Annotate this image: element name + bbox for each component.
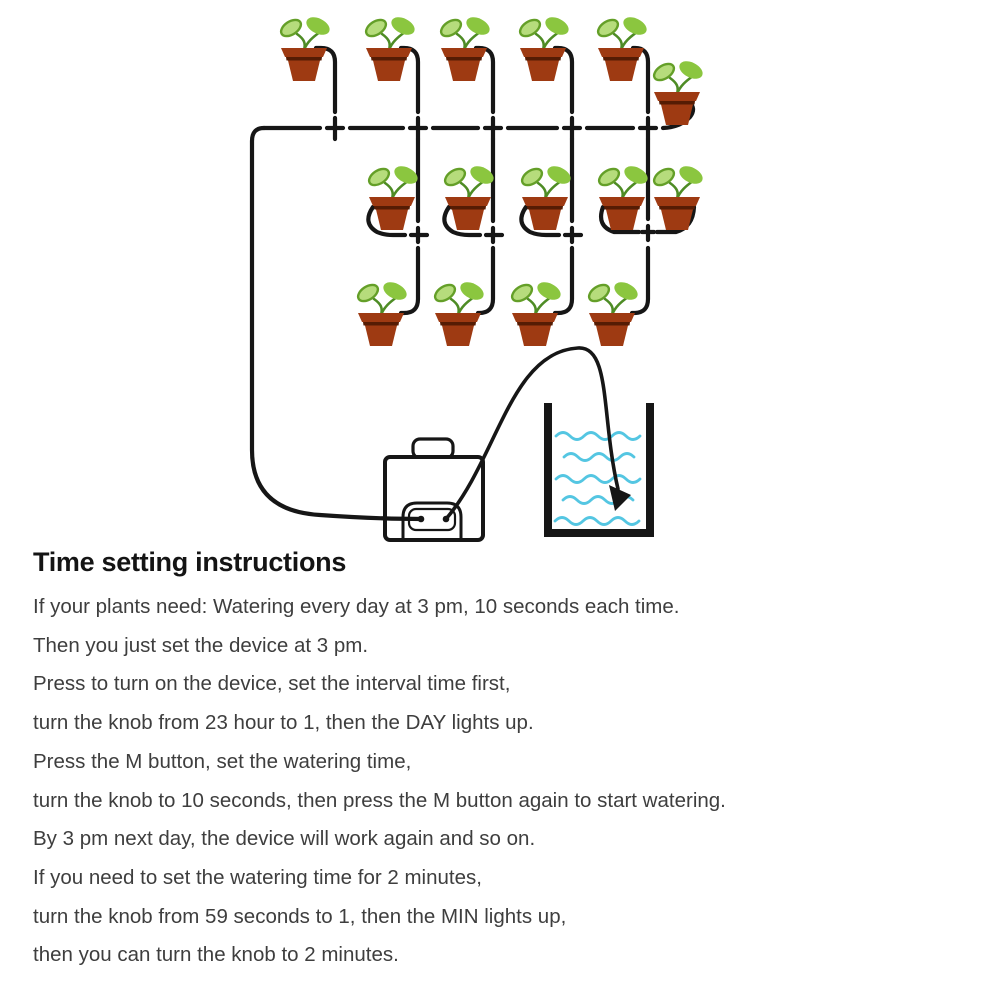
instruction-line: then you can turn the knob to 2 minutes.: [33, 943, 399, 967]
instructions-title: Time setting instructions: [33, 547, 347, 577]
water-waves-icon: [553, 431, 642, 526]
water-bucket-icon: [544, 403, 654, 537]
instruction-lines: If your plants need: Watering every day …: [33, 588, 983, 975]
plant-pot-icon: [649, 161, 707, 232]
pump-inlet-tube: [249, 125, 425, 522]
instruction-line: turn the knob to 10 seconds, then press …: [33, 788, 726, 812]
plant-pot-icon: [440, 161, 498, 232]
instruction-line: If your plants need: Watering every day …: [33, 595, 680, 618]
instruction-line: turn the knob from 23 hour to 1, then th…: [33, 711, 534, 735]
irrigation-tube-network: [261, 45, 697, 316]
plant-pot-icon: [517, 161, 575, 232]
plant-pot-icon: [594, 161, 652, 232]
instruction-line: By 3 pm next day, the device will work a…: [33, 827, 536, 851]
irrigation-diagram: [249, 12, 707, 542]
plant-pot-icon: [364, 161, 422, 232]
instruction-line: Press the M button, set the watering tim…: [33, 749, 412, 773]
tube-arrowhead-icon: [609, 485, 631, 511]
instruction-line: If you need to set the watering time for…: [33, 865, 482, 889]
instruction-line: Then you just set the device at 3 pm.: [33, 633, 369, 657]
bucket-suction-tube: [444, 346, 631, 521]
instruction-line: Press to turn on the device, set the int…: [33, 672, 511, 696]
plant-pot-icon: [649, 56, 707, 127]
instruction-line: turn the knob from 59 seconds to 1, then…: [33, 904, 567, 928]
